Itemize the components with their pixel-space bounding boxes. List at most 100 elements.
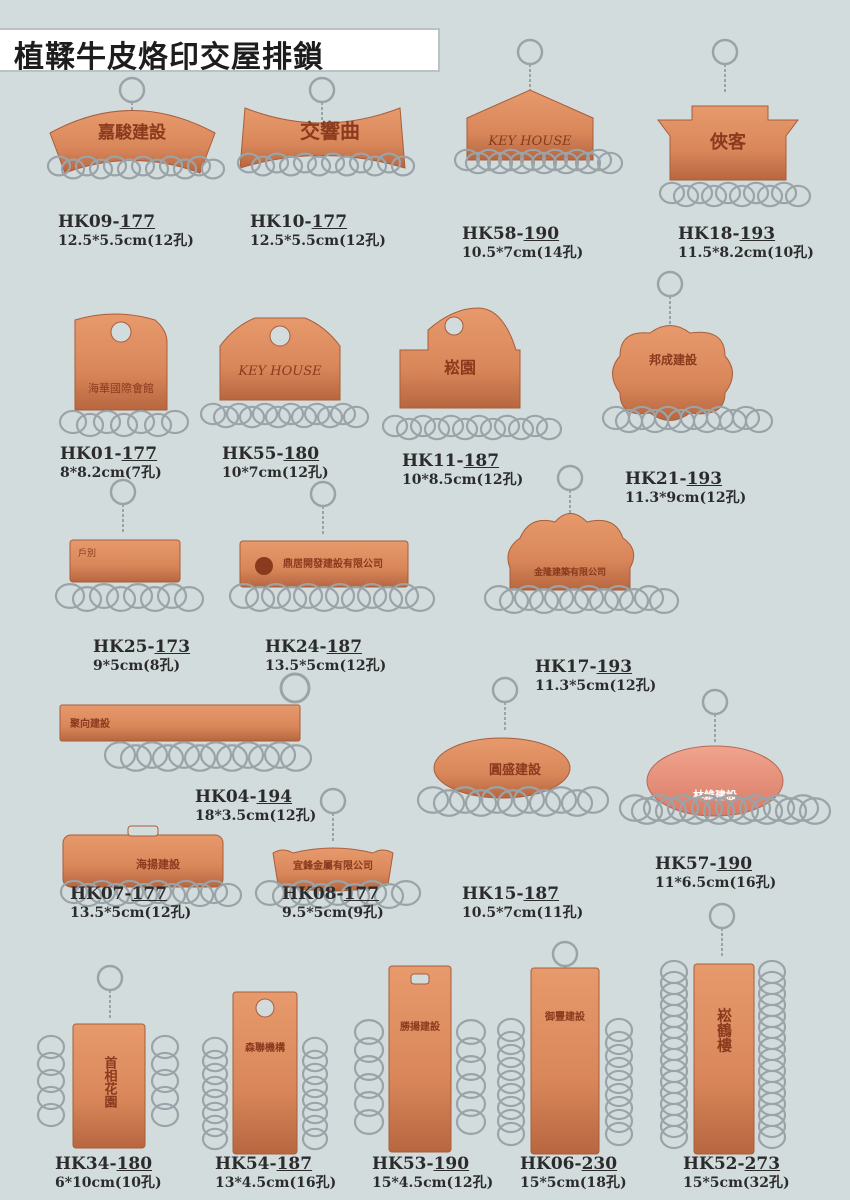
hk55-label: HK55-180 10*7cm(12孔) bbox=[222, 444, 329, 482]
key-ring bbox=[264, 405, 292, 429]
key-ring bbox=[143, 879, 173, 905]
hk08-tag: 宜鋒金屬有限公司 bbox=[248, 785, 422, 935]
key-ring bbox=[353, 1036, 385, 1063]
hk10-tag: 交響曲 bbox=[230, 76, 416, 203]
key-ring bbox=[301, 1101, 329, 1125]
key-ring bbox=[642, 794, 676, 822]
key-ring bbox=[74, 155, 100, 177]
key-ring bbox=[353, 1091, 385, 1118]
top-ring bbox=[109, 478, 137, 506]
key-ring bbox=[585, 148, 613, 172]
key-ring bbox=[448, 786, 482, 814]
hk18-label: HK18-193 11.5*8.2cm(10孔) bbox=[678, 224, 814, 262]
key-ring bbox=[798, 797, 832, 825]
key-ring bbox=[714, 794, 748, 822]
key-ring bbox=[496, 1095, 526, 1121]
hk53-tag: 勝揚建設 bbox=[353, 962, 487, 1157]
key-ring bbox=[143, 412, 173, 438]
key-ring bbox=[558, 588, 590, 615]
key-ring bbox=[292, 152, 318, 174]
key-ring bbox=[654, 797, 688, 825]
key-ring bbox=[604, 1108, 634, 1134]
key-ring bbox=[512, 786, 546, 814]
key-ring bbox=[213, 882, 243, 908]
key-ring bbox=[36, 1085, 66, 1111]
key-ring bbox=[329, 402, 357, 426]
key-ring bbox=[236, 152, 262, 174]
key-ring bbox=[88, 158, 114, 180]
key-ring bbox=[437, 414, 465, 438]
key-ring bbox=[172, 158, 198, 180]
key-ring bbox=[373, 882, 405, 909]
key-ring bbox=[276, 585, 308, 612]
key-ring bbox=[129, 882, 159, 908]
key-ring bbox=[238, 405, 266, 429]
hk09-label: HK09-177 12.5*5.5cm(12孔) bbox=[58, 212, 194, 250]
key-ring bbox=[541, 148, 569, 172]
key-ring bbox=[130, 155, 156, 177]
key-ring bbox=[353, 1109, 385, 1136]
hk57-engraving: 林維建設 bbox=[693, 788, 738, 802]
key-ring bbox=[702, 797, 736, 825]
key-ring bbox=[756, 184, 784, 208]
key-ring bbox=[714, 181, 742, 205]
key-ring bbox=[757, 1113, 787, 1139]
key-ring bbox=[301, 1062, 329, 1086]
hk24-engraving: 鼎居開發建設有限公司 bbox=[283, 557, 383, 570]
key-ring bbox=[543, 584, 575, 611]
hk34-engraving: 首相花園 bbox=[102, 1055, 118, 1109]
key-ring bbox=[666, 794, 700, 822]
hk25-engraving: 戶別 bbox=[78, 547, 96, 559]
key-ring bbox=[648, 588, 680, 615]
hk11-label: HK11-187 10*8.5cm(12孔) bbox=[402, 451, 524, 489]
key-ring bbox=[150, 1034, 180, 1060]
key-ring bbox=[264, 152, 290, 174]
hk07-engraving: 海揚建設 bbox=[136, 857, 181, 871]
key-ring bbox=[348, 152, 374, 174]
hk53-engraving: 勝揚建設 bbox=[400, 1020, 441, 1033]
key-ring bbox=[455, 1018, 487, 1045]
key-ring bbox=[464, 789, 498, 817]
key-ring bbox=[279, 744, 313, 772]
hk24-label: HK24-187 13.5*5cm(12孔) bbox=[265, 637, 387, 675]
key-ring bbox=[151, 744, 185, 772]
key-ring bbox=[135, 741, 169, 769]
hk10-label: HK10-177 12.5*5.5cm(12孔) bbox=[250, 212, 386, 250]
key-ring bbox=[201, 1062, 229, 1086]
hk52-label: HK52-273 15*5cm(32孔) bbox=[683, 1154, 790, 1192]
hk58-tag: KEY HOUSE bbox=[445, 38, 624, 198]
key-ring bbox=[157, 882, 187, 908]
key-ring bbox=[201, 1036, 229, 1060]
key-ring bbox=[423, 417, 451, 441]
key-ring bbox=[201, 1114, 229, 1138]
key-ring bbox=[301, 1088, 329, 1112]
key-ring bbox=[101, 882, 131, 908]
key-ring bbox=[201, 1101, 229, 1125]
key-ring bbox=[339, 882, 371, 909]
key-ring bbox=[201, 1049, 229, 1073]
key-ring bbox=[603, 584, 635, 611]
key-ring bbox=[185, 882, 215, 908]
hk57-label: HK57-190 11*6.5cm(16孔) bbox=[655, 854, 777, 892]
key-ring bbox=[659, 1113, 689, 1139]
key-ring bbox=[186, 155, 212, 177]
key-ring bbox=[686, 181, 714, 205]
key-ring bbox=[303, 402, 331, 426]
key-ring bbox=[334, 155, 360, 177]
top-ring bbox=[308, 76, 336, 104]
key-ring bbox=[588, 588, 620, 615]
hk17-tag: 金隆建築有限公司 bbox=[475, 460, 685, 660]
key-ring bbox=[316, 405, 344, 429]
hk11-tag: 崧園 bbox=[368, 307, 563, 448]
key-ring bbox=[498, 588, 530, 615]
hk25-label: HK25-173 9*5cm(8孔) bbox=[93, 637, 191, 675]
key-ring bbox=[483, 584, 515, 611]
hk06-tag: 御豐建設 bbox=[495, 938, 635, 1158]
key-ring bbox=[770, 181, 798, 205]
key-ring bbox=[71, 585, 103, 612]
key-ring bbox=[356, 582, 388, 609]
key-ring bbox=[480, 786, 514, 814]
hk09-tag: 嘉駿建設 bbox=[40, 76, 226, 203]
key-ring bbox=[353, 1018, 385, 1045]
key-ring bbox=[658, 181, 686, 205]
